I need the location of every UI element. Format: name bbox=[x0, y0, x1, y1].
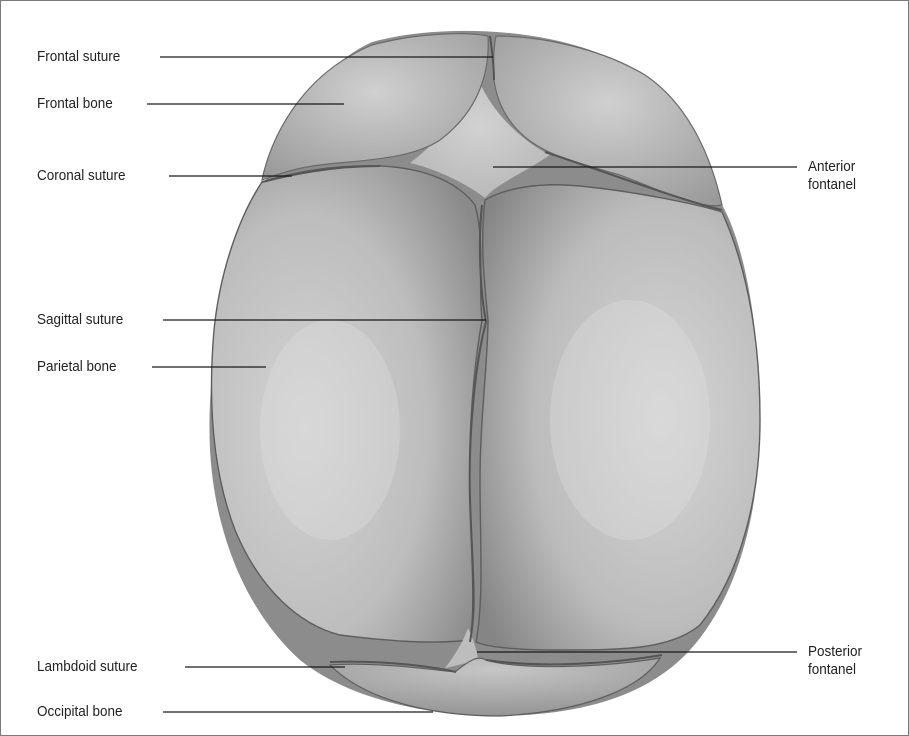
label-parietal-bone: Parietal bone bbox=[37, 358, 117, 376]
label-anterior-fontanel-line2: fontanel bbox=[808, 176, 856, 194]
label-sagittal-suture: Sagittal suture bbox=[37, 311, 123, 329]
label-coronal-suture: Coronal suture bbox=[37, 167, 126, 185]
label-posterior-fontanel: Posterior fontanel bbox=[808, 643, 862, 679]
parietal-highlight-left bbox=[260, 320, 400, 540]
label-frontal-suture: Frontal suture bbox=[37, 48, 120, 66]
label-posterior-fontanel-line1: Posterior bbox=[808, 643, 862, 661]
label-frontal-bone: Frontal bone bbox=[37, 95, 113, 113]
occipital-bone-shape bbox=[330, 658, 660, 716]
label-lambdoid-suture: Lambdoid suture bbox=[37, 658, 138, 676]
label-anterior-fontanel: Anterior fontanel bbox=[808, 158, 856, 194]
label-occipital-bone: Occipital bone bbox=[37, 703, 123, 721]
parietal-highlight-right bbox=[550, 300, 710, 540]
label-posterior-fontanel-line2: fontanel bbox=[808, 661, 862, 679]
label-anterior-fontanel-line1: Anterior bbox=[808, 158, 856, 176]
